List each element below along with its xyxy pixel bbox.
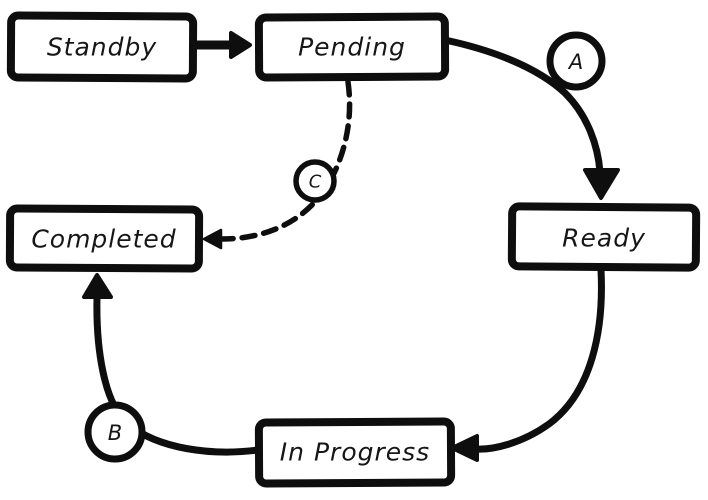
circle-b [84,401,146,463]
edge-label-c-text: C [309,172,322,193]
circle-c [293,159,337,203]
edge-label-a-text: A [567,50,583,74]
node-in-progress-label: In Progress [280,438,430,467]
node-in-progress: In Progress [254,417,456,488]
node-pending: Pending [254,12,450,82]
arrowhead-left-dashed-icon [202,228,223,250]
edge-pending-completed-dashed-curve [219,79,353,242]
arrowhead-down-icon [583,168,620,200]
node-completed: Completed [5,204,204,273]
arrowhead-left-icon [450,434,479,462]
edge-label-b: B [84,401,146,463]
circle-a [546,31,606,91]
edge-label-b-text: B [108,421,122,445]
node-standby: Standby [6,11,198,83]
arrowhead-right-icon [229,31,252,59]
edge-label-c: C [293,159,337,203]
node-ready-label: Ready [562,224,646,253]
node-completed-box [5,204,204,273]
node-ready-box [507,202,701,272]
edge-pending-ready-curve [441,36,604,176]
node-ready: Ready [507,202,701,272]
edge-ready-inprogress [450,266,605,462]
node-pending-box [254,12,450,82]
node-in-progress-box [254,417,456,488]
node-standby-label: Standby [47,33,158,62]
node-standby-box [6,11,198,83]
edge-pending-ready [441,36,620,200]
edge-standby-pending [191,31,252,59]
node-completed-label: Completed [31,225,176,254]
edge-label-a: A [546,31,606,91]
arrowhead-up-icon [82,273,113,299]
edge-ready-inprogress-curve [472,266,605,453]
node-pending-label: Pending [298,33,406,62]
